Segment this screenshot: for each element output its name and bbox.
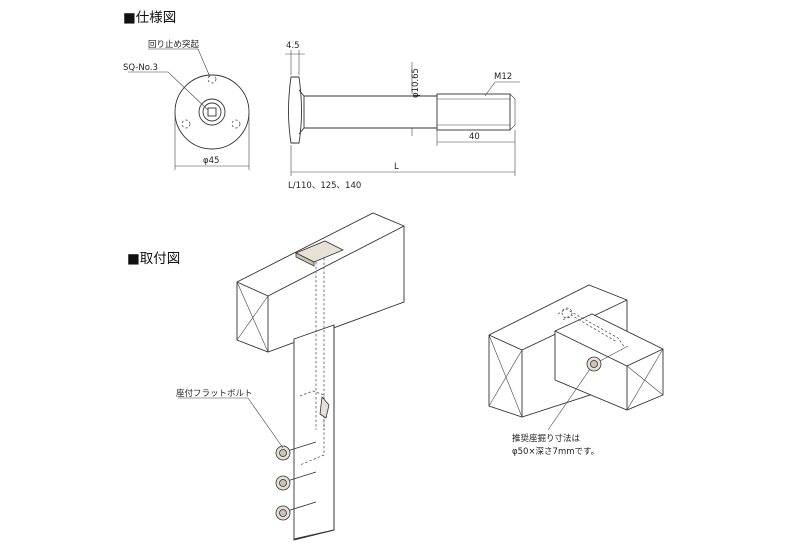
thread-length-dimension: 40 [469, 132, 480, 142]
anti-rotation-protrusion [207, 74, 217, 84]
head-thickness-dimension: 4.5 [286, 41, 300, 51]
beam-joint-assembly: 推奨座掘り寸法は φ50×深さ7mmです。 [488, 284, 664, 457]
counterbore-label-line2: φ50×深さ7mmです。 [512, 447, 599, 457]
anti-rotation-protrusion [231, 119, 241, 129]
counterbore-label-line1: 推奨座掘り寸法は [512, 433, 581, 444]
post-beam-assembly: 座付フラットボルト [176, 212, 405, 541]
thread-size-label: M12 [494, 72, 512, 82]
install-heading: ■取付図 [127, 251, 180, 267]
anti-rotation-protrusion [181, 119, 191, 129]
socket-label: SQ-No.3 [123, 63, 158, 73]
head-diameter-dimension: φ45 [203, 156, 219, 166]
length-options-label: L/110、125、140 [288, 181, 361, 191]
shank-diameter-dimension: φ10.65 [411, 68, 421, 98]
flat-bolt [275, 471, 317, 491]
flat-bolt [275, 441, 317, 461]
flat-bolt-label: 座付フラットボルト [176, 388, 253, 399]
anti-rotation-label: 回り止め突起 [148, 39, 200, 50]
bolt-side-view: 4.5 φ10.65 M12 40 L L/110、125、140 [285, 41, 520, 191]
spec-heading: ■仕様図 [123, 10, 176, 26]
flat-bolt [275, 501, 317, 521]
bolt-front-view: 回り止め突起 SQ-No.3 φ45 [123, 39, 250, 170]
length-dimension: L [394, 162, 399, 172]
